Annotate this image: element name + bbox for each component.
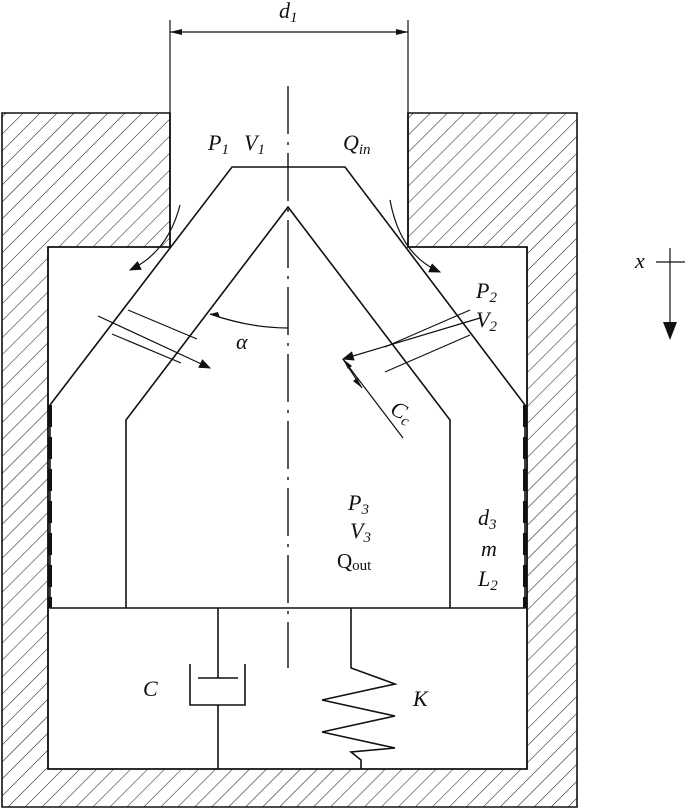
label-p3: P3 (347, 490, 369, 518)
left-orifice-channel (97, 309, 212, 369)
right-orifice-channel (341, 309, 481, 373)
label-alpha: α (236, 329, 248, 354)
label-c: C (143, 676, 158, 701)
spring (321, 608, 398, 769)
label-l2: L2 (477, 566, 498, 594)
left-inflow-arrow (128, 204, 181, 271)
label-d3: d3 (478, 505, 497, 533)
label-m: m (481, 536, 497, 561)
cc-dimension (342, 358, 404, 439)
housing-hatched-wall (1, 112, 578, 808)
alpha-angle-arc (209, 313, 289, 329)
spool-inner-outline (125, 205, 451, 608)
label-x: x (634, 248, 645, 273)
right-inflow-arrow (389, 199, 442, 273)
label-qin: Qin (343, 130, 371, 158)
inner-cavity-outline (47, 113, 528, 770)
label-cc: Cc (385, 395, 417, 430)
label-v2: V2 (476, 307, 497, 335)
label-v1: V1 (244, 130, 265, 158)
label-k: K (412, 686, 429, 711)
label-p2: P2 (475, 278, 497, 306)
label-v3: V3 (350, 518, 371, 546)
label-qout: Qout (337, 549, 372, 574)
x-axis-indicator (656, 248, 685, 340)
damper (189, 608, 246, 769)
d1-dimension (169, 20, 409, 113)
label-p1: P1 (207, 130, 229, 158)
label-d1: d1 (279, 0, 298, 26)
